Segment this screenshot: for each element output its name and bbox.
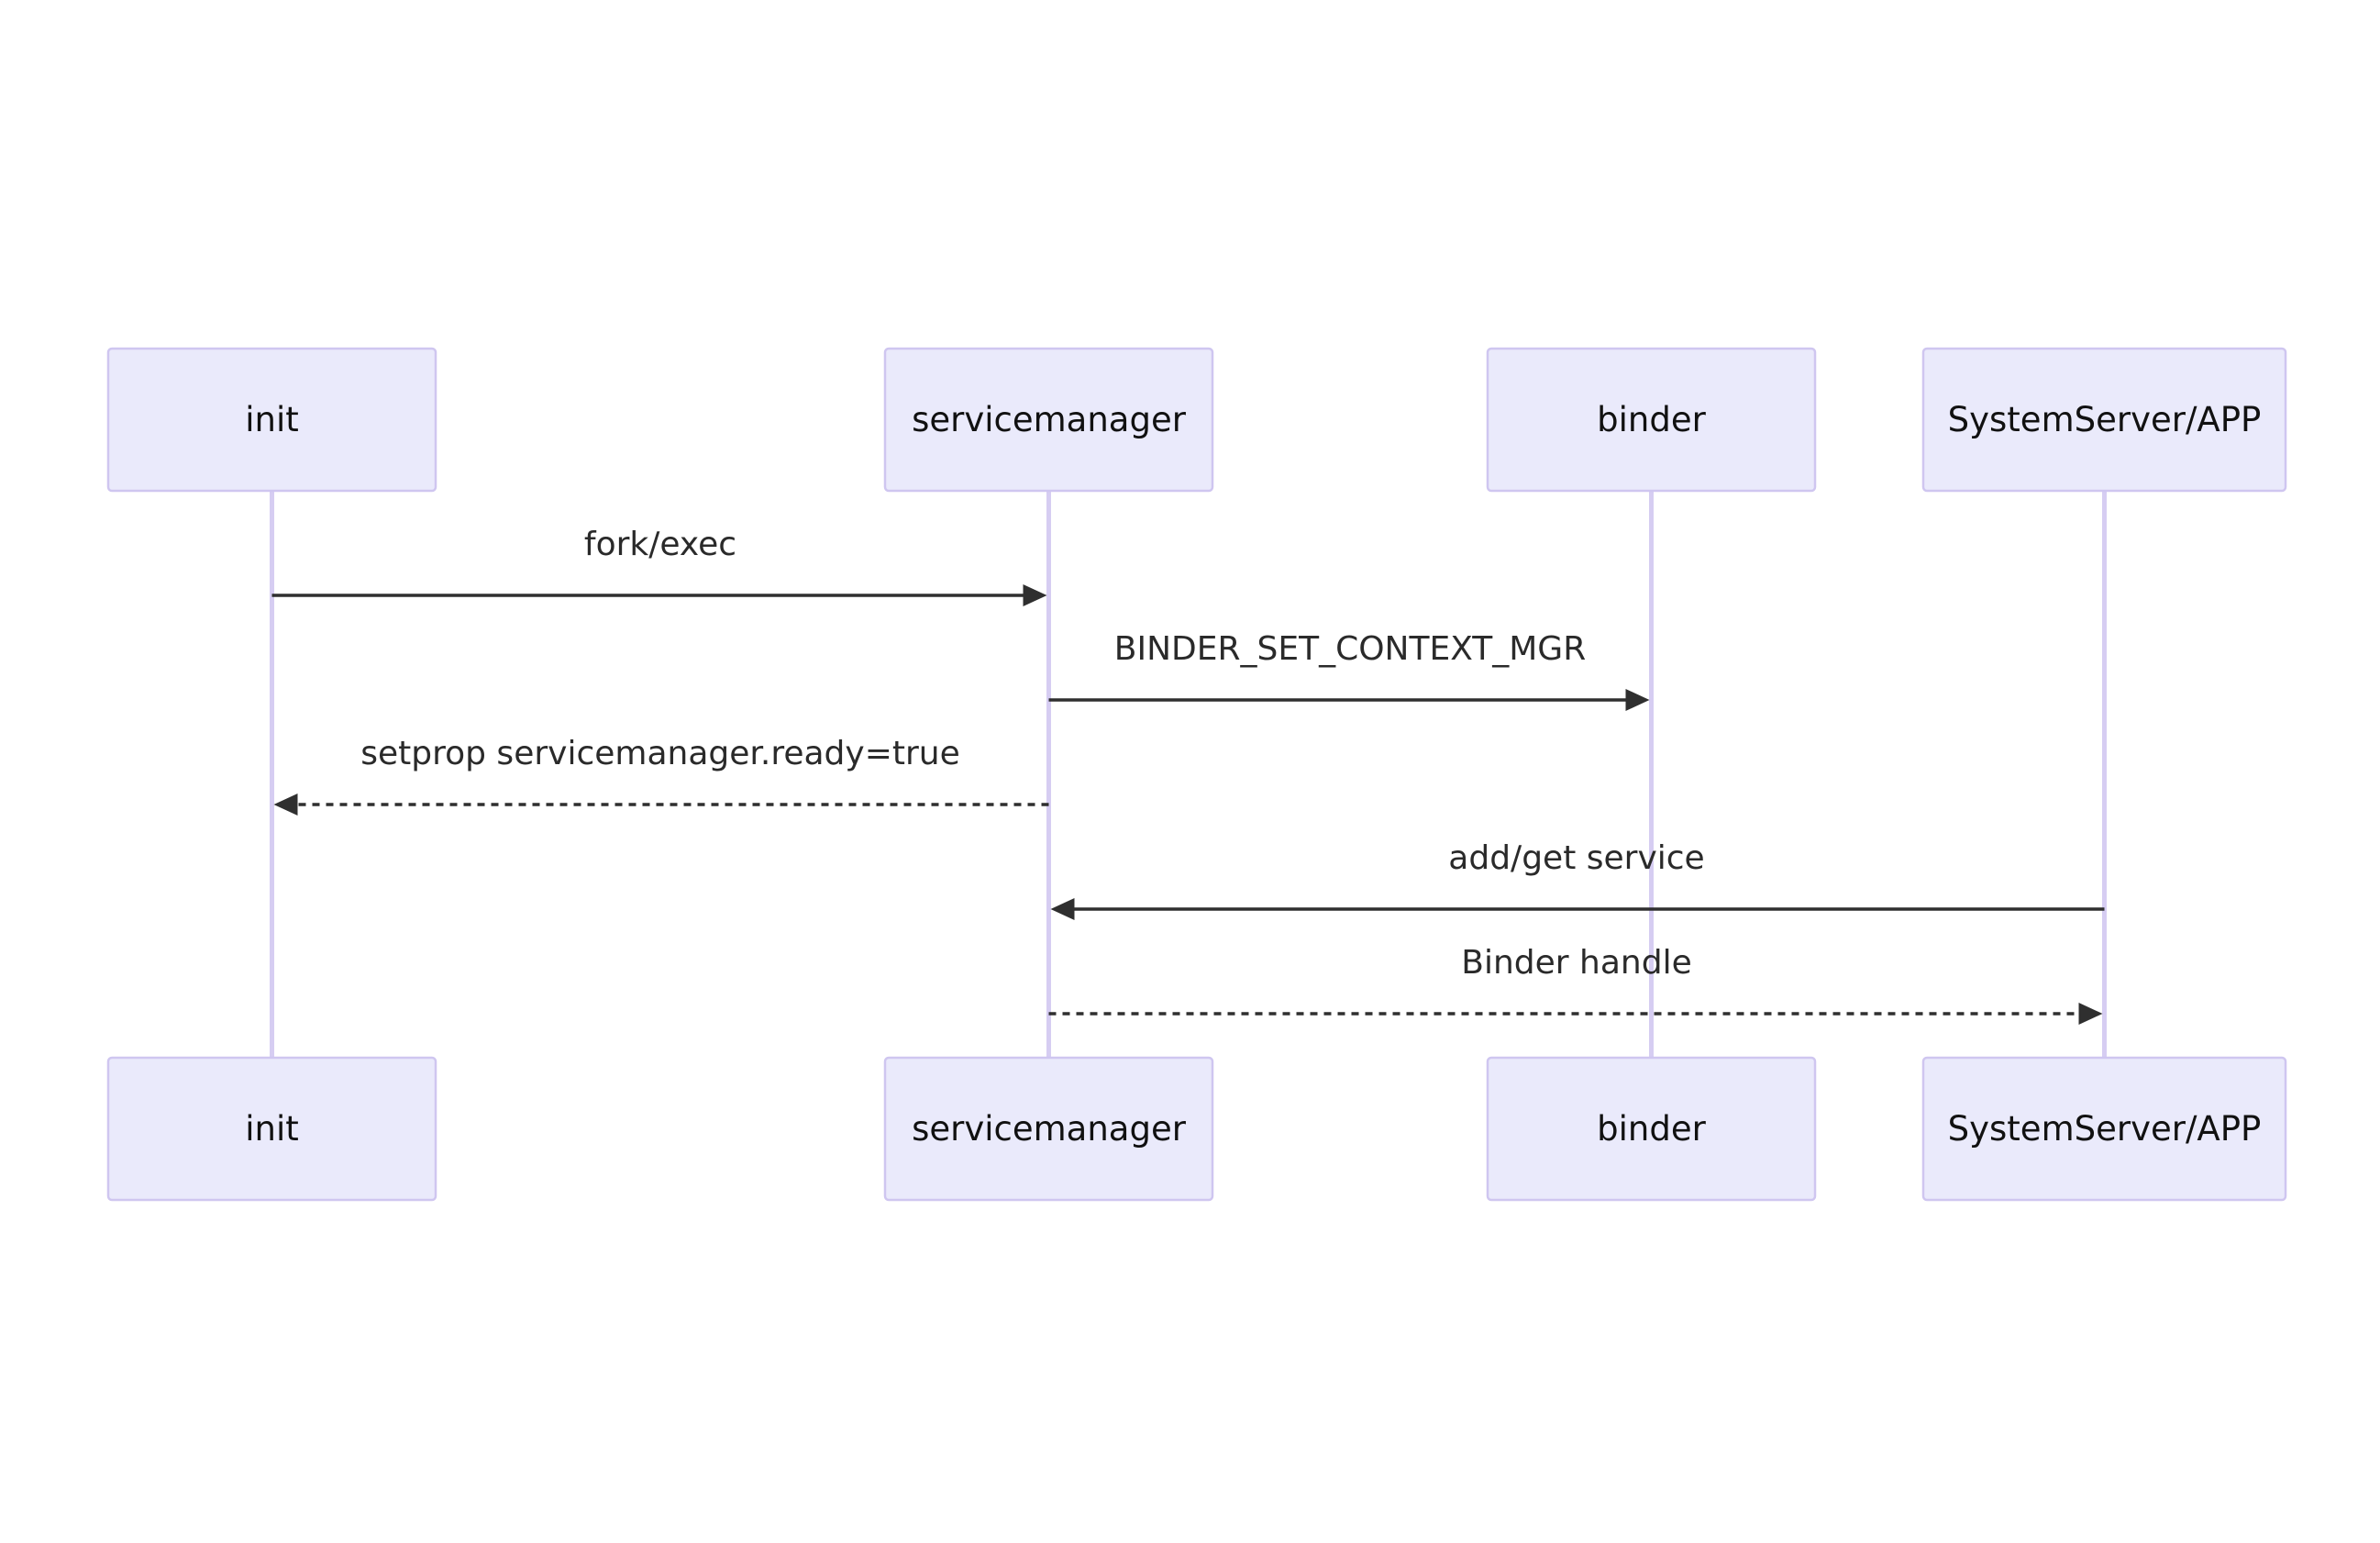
arrowhead	[1050, 898, 1075, 920]
arrowhead	[2078, 1003, 2103, 1025]
actor-box	[1921, 1056, 2287, 1202]
actors-top: init servicemanager binder SystemServer/APP	[106, 347, 2287, 493]
message-label: setprop servicemanager.ready=true	[360, 735, 960, 772]
actor-label: SystemServer/APP	[1948, 1109, 2262, 1149]
message-label: Binder handle	[1461, 944, 1691, 982]
actor-label: binder	[1597, 1109, 1706, 1149]
actor-label: SystemServer/APP	[1948, 400, 2262, 439]
actor-box	[1486, 1056, 1817, 1202]
actor-box	[883, 347, 1214, 493]
actor-systemserver-bottom: SystemServer/APP	[1921, 1056, 2287, 1202]
actor-box	[1921, 347, 2287, 493]
actor-box	[106, 347, 437, 493]
arrowhead	[1625, 689, 1650, 711]
message-3: add/get service	[1050, 839, 2105, 920]
message-4: Binder handle	[1048, 944, 2103, 1025]
arrowhead	[1023, 584, 1047, 606]
message-0: fork/exec	[271, 526, 1047, 606]
lifelines	[270, 491, 2107, 1058]
actor-label: init	[245, 1109, 299, 1149]
actor-init-bottom: init	[106, 1056, 437, 1202]
actor-label: binder	[1597, 400, 1706, 439]
message-label: fork/exec	[584, 526, 736, 563]
actor-label: init	[245, 400, 299, 439]
actor-servicemanager-top: servicemanager	[883, 347, 1214, 493]
actor-servicemanager-bottom: servicemanager	[883, 1056, 1214, 1202]
actor-systemserver-top: SystemServer/APP	[1921, 347, 2287, 493]
message-label: add/get service	[1448, 839, 1704, 877]
message-label: BINDER_SET_CONTEXT_MGR	[1114, 630, 1586, 668]
message-2: setprop servicemanager.ready=true	[273, 735, 1049, 816]
message-1: BINDER_SET_CONTEXT_MGR	[1048, 630, 1650, 711]
actor-binder-bottom: binder	[1486, 1056, 1817, 1202]
arrowhead	[273, 794, 298, 816]
actor-init-top: init	[106, 347, 437, 493]
actors-bottom: init servicemanager binder SystemServer/APP	[106, 1056, 2287, 1202]
actor-box	[883, 1056, 1214, 1202]
actor-binder-top: binder	[1486, 347, 1817, 493]
actor-box	[106, 1056, 437, 1202]
actor-box	[1486, 347, 1817, 493]
actor-label: servicemanager	[912, 1109, 1187, 1149]
actor-label: servicemanager	[912, 400, 1187, 439]
